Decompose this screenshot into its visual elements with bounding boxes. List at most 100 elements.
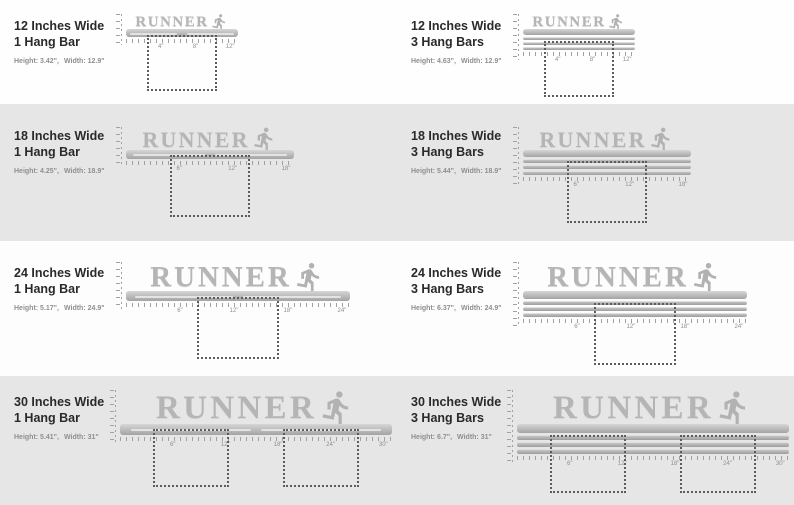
dimensions-text: Height: 6.7", Width: 31" [411, 434, 515, 441]
ruler-ticks [126, 303, 350, 307]
ruler-label: 8" [192, 44, 199, 50]
medal-area-outline-right [680, 435, 757, 493]
horizontal-ruler: 6" 12" 18" 24" [126, 303, 350, 315]
hanger-top: RUNNER [126, 261, 350, 293]
vertical-ruler [110, 390, 116, 442]
height-text: Height: 6.37", [411, 304, 456, 312]
dimensions-text: Height: 5.44", Width: 18.9" [411, 168, 515, 175]
diagram-area: RUNNER 6" 12" 18" [116, 104, 397, 241]
size-row-24in: 24 Inches Wide 1 Hang Bar Height: 5.17",… [0, 241, 794, 376]
panel-30in-3bars: 30 Inches Wide 3 Hang Bars Height: 6.7",… [397, 376, 794, 505]
width-text: Width: 24.9" [63, 304, 105, 312]
spec-info: 24 Inches Wide 1 Hang Bar Height: 5.17",… [0, 241, 118, 376]
hang-bar-2 [523, 165, 691, 169]
ruler-label: 24" [337, 308, 347, 314]
panel-title: 12 Inches Wide [411, 19, 502, 33]
hanger-top: RUNNER [523, 126, 691, 152]
ruler-label: 12" [622, 57, 632, 63]
ruler-label: 12" [225, 44, 235, 50]
mounting-plate [523, 150, 691, 157]
hanger-top: RUNNER [523, 13, 635, 32]
medal-hanger-diagram: RUNNER 6" 12" 18" [116, 126, 294, 217]
runner-icon [608, 14, 622, 32]
hang-bar-2 [517, 442, 789, 447]
medal-area-outline [567, 161, 647, 223]
runner-wordmark: RUNNER [142, 127, 250, 152]
medal-area-outline-left [152, 429, 229, 487]
hang-bar [126, 291, 350, 301]
spec-info: 12 Inches Wide 1 Hang Bar Height: 3.42",… [0, 0, 118, 104]
dimensions-text: Height: 4.25", Width: 18.9" [14, 168, 118, 175]
ruler-label: 6" [170, 442, 176, 448]
ruler-label: 24" [734, 324, 744, 330]
hanger-top: RUNNER [126, 13, 238, 32]
hang-bar-slot [130, 32, 234, 35]
medal-area-outline [197, 297, 279, 359]
ruler-label: 12" [220, 442, 230, 448]
medal-hanger-diagram: RUNNER 6" 12" 18" 24" [116, 261, 350, 359]
ruler-label: 18" [678, 182, 688, 188]
panel-18in-1bar: 18 Inches Wide 1 Hang Bar Height: 4.25",… [0, 104, 397, 241]
diagram-area: RUNNER 6" 12" 18" 24" 30" [507, 376, 794, 505]
vertical-ruler [513, 127, 519, 184]
ruler-ticks [126, 39, 238, 43]
panel-subtitle: 1 Hang Bar [14, 35, 80, 50]
size-row-18in: 18 Inches Wide 1 Hang Bar Height: 4.25",… [0, 104, 794, 241]
medal-hanger-diagram: RUNNER 6" 12" 18" 24" 30" [507, 389, 789, 493]
runner-icon [253, 127, 273, 152]
ruler-label: 12" [625, 182, 635, 188]
spec-info: 18 Inches Wide 3 Hang Bars Height: 5.44"… [397, 104, 515, 241]
ruler-ticks [517, 456, 789, 460]
mounting-plate [523, 291, 747, 299]
vertical-ruler [116, 262, 122, 309]
dimensions-text: Height: 3.42", Width: 12.9" [14, 58, 118, 65]
runner-icon [719, 391, 746, 426]
height-text: Height: 4.63", [411, 57, 456, 65]
panel-subtitle: 3 Hang Bars [411, 145, 484, 160]
medal-area-outline [594, 303, 676, 365]
panel-title: 30 Inches Wide [411, 395, 502, 409]
ruler-ticks [120, 437, 392, 441]
ruler-label: 4" [554, 57, 561, 63]
width-text: Width: 18.9" [63, 167, 105, 175]
horizontal-ruler: 6" 12" 18" [523, 177, 691, 189]
runner-wordmark: RUNNER [532, 14, 606, 30]
mounting-plate [517, 424, 789, 433]
hang-bar-slot [132, 154, 288, 157]
medal-hanger-diagram: RUNNER 4" 8" 12" [116, 13, 238, 91]
hang-bar [126, 29, 238, 37]
panel-title: 18 Inches Wide [14, 129, 105, 143]
width-text: Width: 31" [457, 433, 492, 441]
medal-hanger-diagram: RUNNER 4" 8" 12" [513, 13, 635, 97]
runner-wordmark: RUNNER [539, 127, 647, 152]
height-text: Height: 4.25", [14, 167, 59, 175]
horizontal-ruler: 6" 12" 18" [126, 161, 294, 173]
hang-bar-3 [517, 449, 789, 454]
ruler-label: 12" [626, 324, 636, 330]
spec-info: 30 Inches Wide 3 Hang Bars Height: 6.7",… [397, 376, 515, 505]
width-text: Width: 12.9" [460, 57, 502, 65]
spec-info: 18 Inches Wide 1 Hang Bar Height: 4.25",… [0, 104, 118, 241]
hanger-top: RUNNER [523, 261, 747, 293]
runner-wordmark: RUNNER [547, 261, 689, 293]
ruler-label: 6" [573, 182, 579, 188]
diagram-area: RUNNER 4" 8" 12" [116, 0, 397, 104]
ruler-label: 6" [567, 461, 573, 467]
runner-icon [296, 263, 319, 293]
runner-icon [322, 391, 349, 426]
hang-bar-1 [523, 37, 635, 40]
horizontal-ruler: 4" 8" 12" [523, 52, 635, 64]
hang-bar-3 [523, 313, 747, 317]
horizontal-ruler: 6" 12" 18" 24" 30" [120, 437, 392, 449]
height-text: Height: 5.17", [14, 304, 59, 312]
hang-bar-1 [517, 435, 789, 440]
ruler-label: 18" [273, 442, 283, 448]
runner-icon [650, 127, 670, 152]
ruler-label: 18" [670, 461, 680, 467]
hanger-top: RUNNER [517, 389, 789, 426]
medal-hanger-diagram: RUNNER 6" 12" 18" 24" 30" [110, 389, 392, 487]
height-text: Height: 5.41", [14, 433, 59, 441]
ruler-label: 30" [775, 461, 785, 467]
hang-bar-3 [523, 47, 635, 50]
